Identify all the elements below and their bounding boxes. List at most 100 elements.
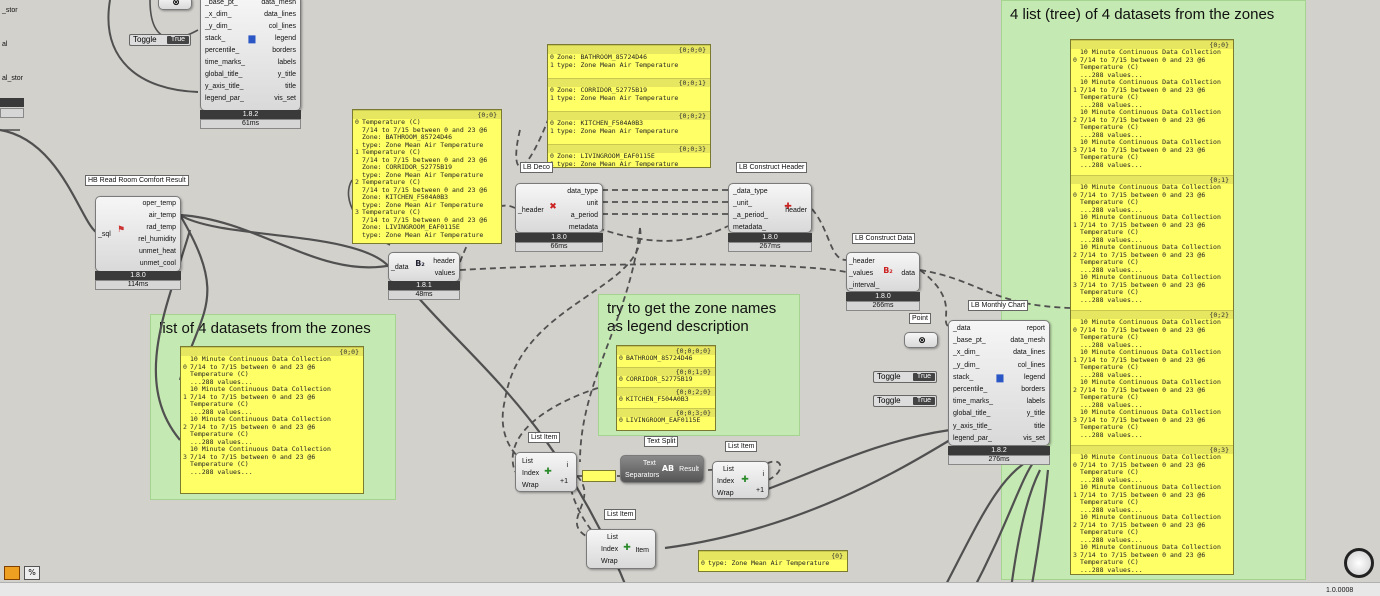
wire-display-button[interactable]: % <box>24 566 40 580</box>
lb-monthly-chart[interactable]: ▆ _data_base_pt__x_dim__y_dim_stack_perc… <box>948 320 1050 446</box>
construct-header-output[interactable]: header <box>785 207 807 214</box>
monthly-input-stack[interactable]: stack_ <box>953 373 974 381</box>
list-item-3-input-index[interactable]: Index <box>601 546 619 553</box>
monthly-output-report[interactable]: report <box>1026 325 1045 332</box>
deconstruct-header-output-a-period[interactable]: a_period <box>570 212 598 219</box>
list-datasets-panel[interactable]: {0;0} 10 Minute Continuous Data Collecti… <box>180 346 364 494</box>
construct-header-input-metadata[interactable]: metadata_ <box>733 224 767 231</box>
monthly-top-input-x-dim[interactable]: _x_dim_ <box>205 11 232 18</box>
monthly-output-data-lines[interactable]: data_lines <box>1013 349 1045 357</box>
text-split-input-separators[interactable]: Separators <box>625 472 660 479</box>
deconstruct-header-output-metadata[interactable]: metadata <box>568 224 598 231</box>
list-item-1[interactable]: List Index Wrap ✚ i +1 <box>515 452 577 492</box>
monthly-input-percentile[interactable]: percentile_ <box>953 386 988 393</box>
monthly-top-output-legend[interactable]: legend <box>274 35 296 42</box>
toggle-stack-value[interactable]: True <box>913 373 935 381</box>
toggle-time-marks-value[interactable]: True <box>913 397 935 405</box>
construct-header-input-unit[interactable]: _unit_ <box>733 200 753 207</box>
hb-read-output-air-temp[interactable]: air_temp <box>148 212 176 219</box>
monthly-output-labels[interactable]: labels <box>1026 398 1045 406</box>
deconstruct-header-output-unit[interactable]: unit <box>586 200 598 207</box>
list-item-1-output-i[interactable]: i <box>566 462 568 469</box>
monthly-output-col-lines[interactable]: col_lines <box>1017 361 1045 369</box>
monthly-top-input-legend-par[interactable]: legend_par_ <box>205 95 244 102</box>
monthly-top-input-base-pt[interactable]: _base_pt_ <box>205 0 238 6</box>
point-component-top[interactable]: ⊗ <box>158 0 192 10</box>
lb-deconstruct-data[interactable]: _data B₂ header values <box>388 252 460 282</box>
monthly-input-x-dim[interactable]: _x_dim_ <box>953 349 980 357</box>
construct-data-input-header[interactable]: _header <box>849 258 875 265</box>
hb-read-input-sql[interactable]: _sql <box>98 231 111 238</box>
text-split-input-text[interactable]: Text <box>643 460 656 467</box>
monthly-top-input-y-axis-title[interactable]: y_axis_title_ <box>205 83 244 90</box>
list-item-1-input-wrap[interactable]: Wrap <box>522 482 539 489</box>
lb-construct-header[interactable]: ✚ header _data_type_unit__a_period_metad… <box>728 183 812 233</box>
monthly-top-output-borders[interactable]: borders <box>272 47 296 54</box>
lb-construct-data[interactable]: _header _values _interval_ B₂ data <box>846 252 920 292</box>
hb-read-output-oper-temp[interactable]: oper_temp <box>142 200 176 207</box>
deconstruct-header-output-data-type[interactable]: data_type <box>567 188 598 195</box>
text-split[interactable]: Text Separators AB Result <box>620 455 704 483</box>
monthly-input-y-axis-title[interactable]: y_axis_title_ <box>953 422 992 430</box>
hb-read-output-rad-temp[interactable]: rad_temp <box>146 224 176 231</box>
deconstruct-data-output-values[interactable]: values <box>434 270 455 277</box>
monthly-top-output-title[interactable]: title <box>285 83 296 90</box>
monthly-input-legend-par[interactable]: legend_par_ <box>953 434 992 442</box>
monthly-top-output-data-lines[interactable]: data_lines <box>264 11 296 18</box>
list-item-1-input-list[interactable]: List <box>522 458 533 465</box>
list-item-2-input-index[interactable]: Index <box>717 478 735 485</box>
deconstruct-header-input[interactable]: _header <box>518 207 544 214</box>
hb-read-output-unmet-cool[interactable]: unmet_cool <box>139 260 176 267</box>
monthly-input-base-pt[interactable]: _base_pt_ <box>953 337 986 345</box>
list-item-3[interactable]: List Index Wrap ✚ Item <box>586 529 656 569</box>
monthly-output-vis-set[interactable]: vis_set <box>1023 434 1045 442</box>
lb-monthly-chart-top[interactable]: ▆ _base_pt__x_dim__y_dim_stack_percentil… <box>200 0 301 111</box>
separator-input[interactable] <box>582 470 616 482</box>
monthly-top-output-y-title[interactable]: y_title <box>277 71 296 78</box>
monthly-output-y-title[interactable]: y_title <box>1026 410 1045 418</box>
hb-read-output-rel-humidity[interactable]: rel_humidity <box>138 236 176 243</box>
list-item-2[interactable]: List Index Wrap ✚ i +1 <box>712 461 769 499</box>
monthly-top-input-global-title[interactable]: global_title_ <box>205 71 243 78</box>
monthly-output-data-mesh[interactable]: data_mesh <box>1010 337 1045 345</box>
preview-toggle-button[interactable] <box>4 566 20 580</box>
monthly-top-input-y-dim[interactable]: _y_dim_ <box>205 23 232 30</box>
list-item-2-input-wrap[interactable]: Wrap <box>717 490 734 497</box>
monthly-output-legend[interactable]: legend <box>1023 373 1045 381</box>
list-item-2-output-next[interactable]: +1 <box>756 487 764 494</box>
list-item-1-input-index[interactable]: Index <box>522 470 540 477</box>
list-item-3-input-wrap[interactable]: Wrap <box>601 558 618 565</box>
construct-header-input-data-type[interactable]: _data_type <box>733 188 768 195</box>
monthly-top-input-percentile[interactable]: percentile_ <box>205 47 240 54</box>
point-component[interactable]: ⊗ <box>904 332 938 348</box>
list-item-3-input-list[interactable]: List <box>607 534 618 541</box>
monthly-top-output-vis-set[interactable]: vis_set <box>274 95 296 102</box>
monthly-output-borders[interactable]: borders <box>1021 386 1045 393</box>
monthly-top-input-time-marks[interactable]: time_marks_ <box>205 59 246 66</box>
monthly-input-global-title[interactable]: global_title_ <box>953 410 991 418</box>
monthly-input-time-marks[interactable]: time_marks_ <box>953 398 994 406</box>
construct-data-input-values[interactable]: _values <box>849 270 874 277</box>
monthly-input-data[interactable]: _data <box>953 325 971 332</box>
text-split-output[interactable]: Result <box>679 466 699 473</box>
monthly-output-title[interactable]: title <box>1034 422 1045 430</box>
list-item-3-output-item[interactable]: Item <box>635 547 649 554</box>
tree-datasets-panel[interactable]: {0;0}10 Minute Continuous Data Collectio… <box>1070 39 1234 575</box>
deconstruct-data-input[interactable]: _data <box>391 264 409 271</box>
monthly-top-output-data-mesh[interactable]: data_mesh <box>261 0 296 6</box>
list-item-1-output-next[interactable]: +1 <box>560 478 568 485</box>
toggle-top-value[interactable]: True <box>167 36 189 44</box>
monthly-top-input-stack[interactable]: stack_ <box>205 35 226 42</box>
monthly-top-output-labels[interactable]: labels <box>277 59 296 66</box>
deconstruct-data-output-header[interactable]: header <box>433 258 455 265</box>
construct-header-input-a-period[interactable]: _a_period_ <box>733 212 769 219</box>
